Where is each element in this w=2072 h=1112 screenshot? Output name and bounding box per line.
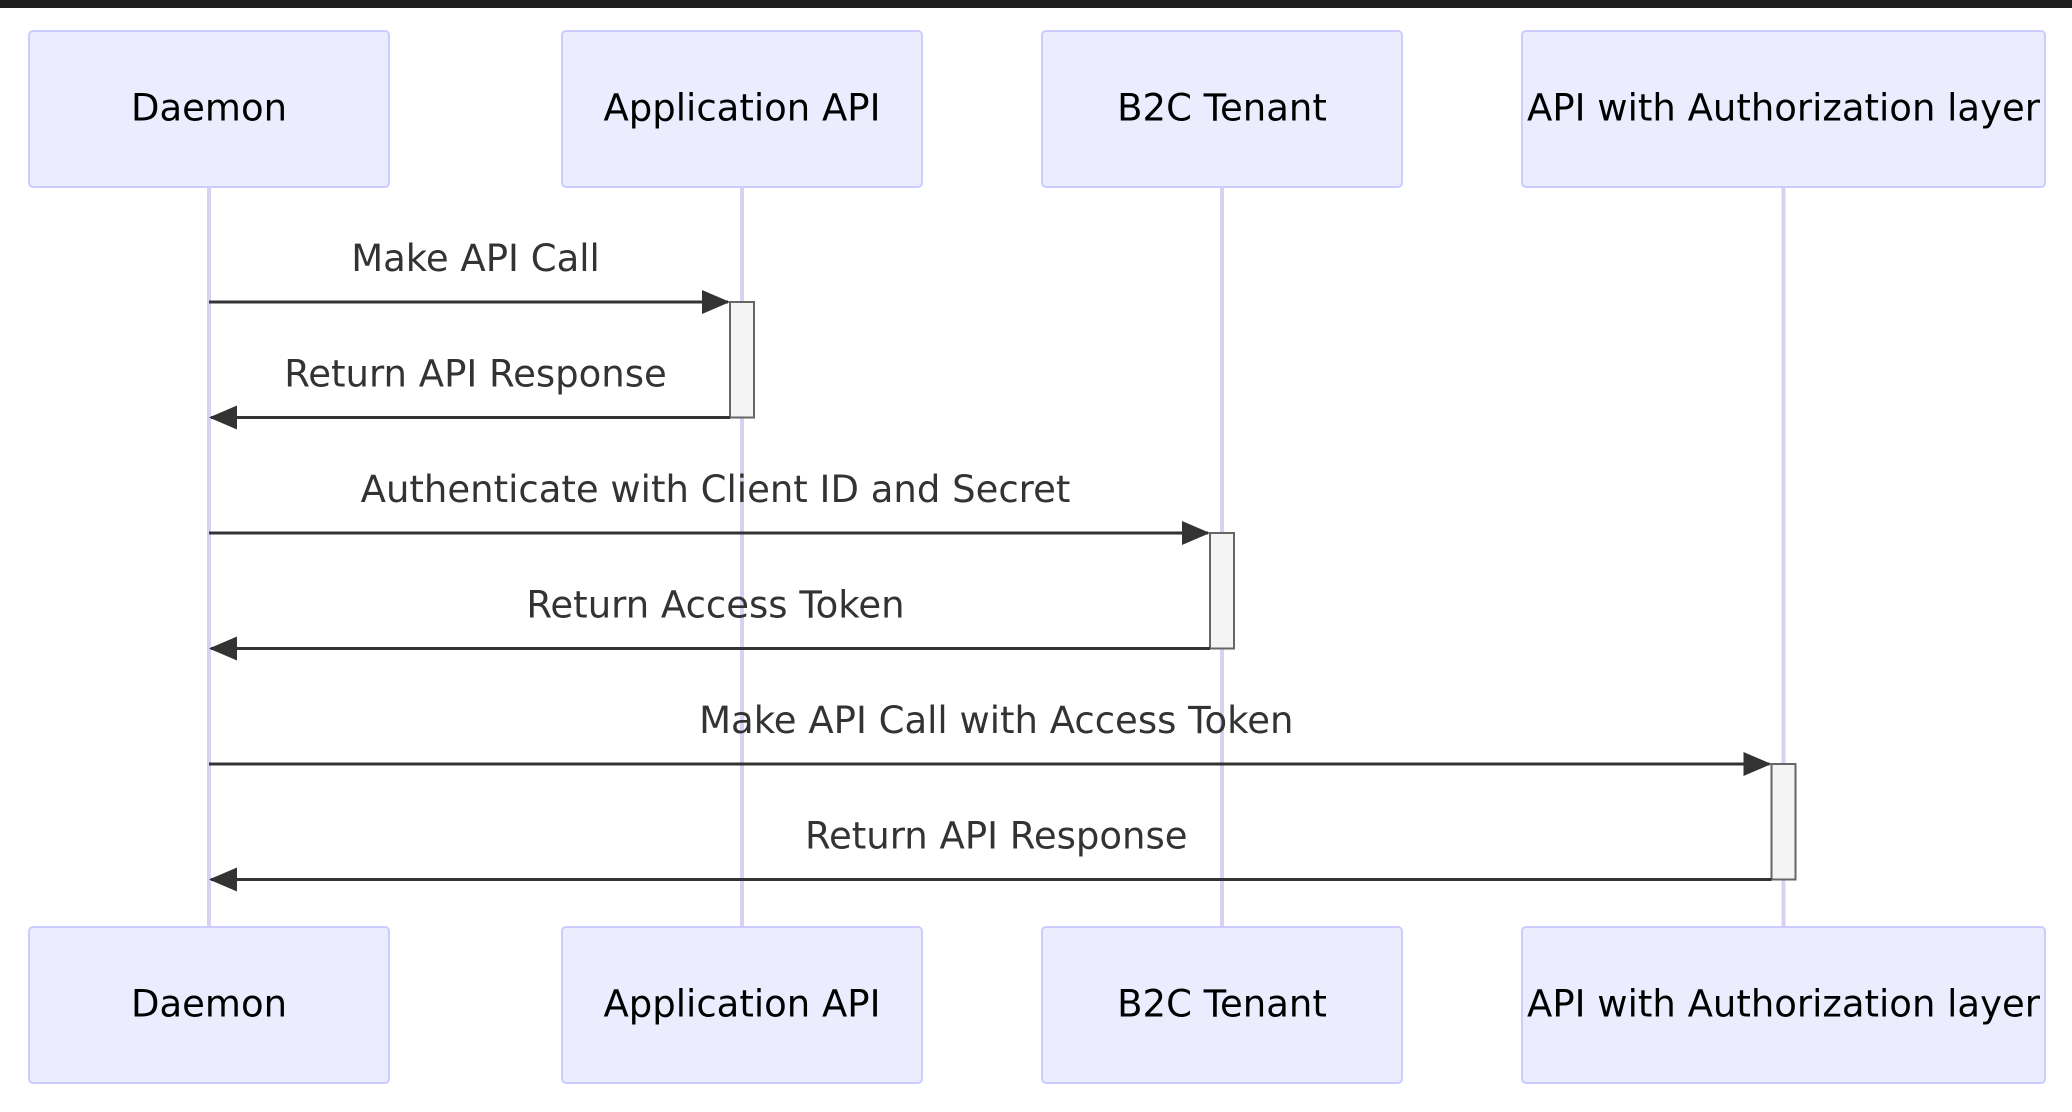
participant-top-authz-api: API with Authorization layer [1521,30,2046,188]
message-label: Return Access Token [526,584,904,627]
participant-box [28,30,390,188]
participant-bottom-daemon: Daemon [28,926,390,1084]
participant-box [1521,926,2046,1084]
participant-label: Application API [603,983,880,1026]
participant-bottom-app-api: Application API [561,926,923,1084]
message-make-api-call: Make API Call [209,237,730,314]
message-return-api-response: Return API Response [209,353,730,430]
participant-bottom-authz-api: API with Authorization layer [1521,926,2046,1084]
participant-label: Daemon [131,983,287,1026]
message-return-api-response: Return API Response [209,815,1772,892]
message-label: Make API Call [351,237,600,280]
participant-top-daemon: Daemon [28,30,390,188]
message-label: Make API Call with Access Token [699,699,1293,742]
activation-bar-app-api [729,301,755,419]
message-make-api-call-with-access-token: Make API Call with Access Token [209,699,1772,776]
participant-label: Daemon [131,87,287,130]
top-border-bar [0,0,2072,8]
participant-top-b2c: B2C Tenant [1041,30,1403,188]
message-return-access-token: Return Access Token [209,584,1210,661]
participant-box [1521,30,2046,188]
message-authenticate-with-client-id-and-secret: Authenticate with Client ID and Secret [209,468,1210,545]
participant-bottom-b2c: B2C Tenant [1041,926,1403,1084]
message-label: Authenticate with Client ID and Secret [361,468,1071,511]
participant-box [1041,30,1403,188]
message-label: Return API Response [284,353,667,396]
participant-label: API with Authorization layer [1527,87,2041,130]
participant-label: API with Authorization layer [1527,983,2041,1026]
participant-box [1041,926,1403,1084]
participant-top-app-api: Application API [561,30,923,188]
message-label: Return API Response [805,815,1188,858]
activation-bar-b2c [1209,532,1235,650]
participant-box [561,926,923,1084]
activation-bar-authz-api [1770,763,1797,881]
participant-box [561,30,923,188]
participant-label: B2C Tenant [1117,983,1327,1026]
participant-label: B2C Tenant [1117,87,1327,130]
participant-box [28,926,390,1084]
participant-label: Application API [603,87,880,130]
